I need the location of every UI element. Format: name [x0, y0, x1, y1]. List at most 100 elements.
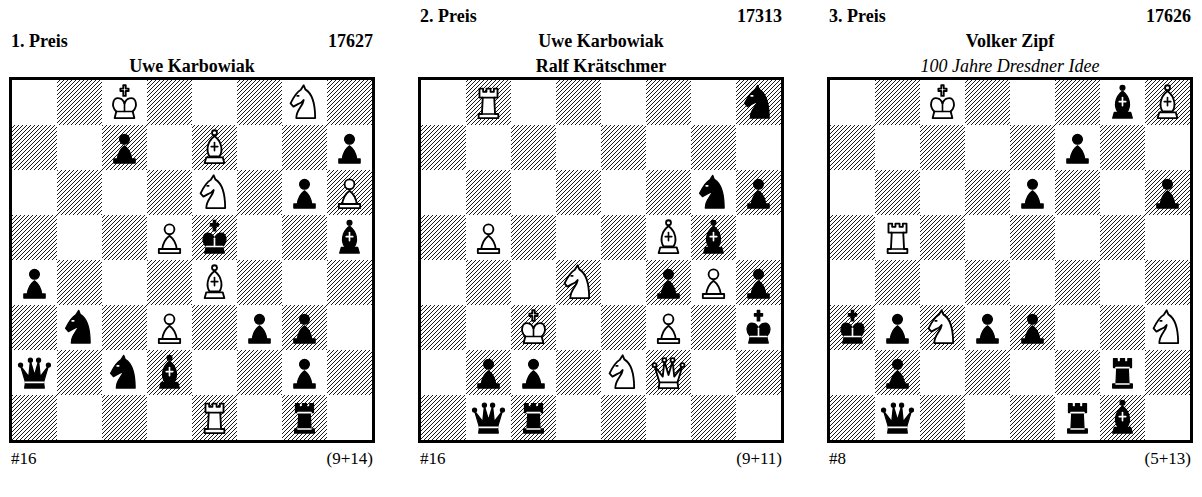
chess-piece: [294, 314, 315, 343]
dark-square: [736, 350, 781, 395]
piece-outline: [610, 355, 635, 388]
chess-piece: [24, 269, 45, 298]
piece-detail: [208, 412, 221, 414]
chess-piece: [340, 220, 360, 253]
piece-detail: [852, 328, 854, 336]
light-square: [1055, 395, 1100, 440]
piece-outline: [111, 355, 136, 388]
light-square: [736, 305, 781, 350]
piece-detail: [751, 95, 753, 97]
piece-detail: [942, 103, 944, 111]
light-square: [691, 80, 736, 125]
chess-piece: [887, 359, 908, 388]
dark-square: [646, 170, 691, 215]
chess-piece: [522, 310, 545, 343]
dark-square: [1145, 260, 1190, 305]
chess-piece: [295, 404, 315, 434]
light-square: [601, 80, 646, 125]
piece-detail: [1116, 383, 1129, 385]
dark-square: [691, 395, 736, 440]
dark-square: [875, 170, 920, 215]
piece-outline: [666, 220, 671, 225]
light-square: [282, 170, 327, 215]
chess-piece: [658, 269, 679, 298]
piece-outline: [37, 358, 41, 362]
dark-square: [691, 125, 736, 170]
light-square: [1145, 305, 1190, 350]
dark-square: [830, 395, 875, 440]
piece-outline: [342, 146, 357, 160]
piece-outline: [1022, 339, 1043, 343]
piece-outline: [1113, 359, 1133, 389]
piece-detail: [72, 320, 74, 322]
piece-outline: [890, 371, 905, 385]
chess-piece: [1158, 85, 1178, 118]
dark-square: [601, 305, 646, 350]
dark-square: [920, 395, 965, 440]
piece-outline: [291, 85, 316, 118]
piece-outline: [659, 247, 679, 253]
piece-outline: [297, 191, 312, 205]
light-square: [57, 395, 102, 440]
light-square: [601, 260, 646, 305]
piece-detail: [1119, 101, 1126, 103]
light-square: [421, 350, 466, 395]
light-square: [1010, 260, 1055, 305]
dark-square: [466, 260, 511, 305]
light-square: [327, 215, 372, 260]
dark-square: [237, 350, 282, 395]
piece-detail: [710, 236, 717, 238]
dark-square: [601, 125, 646, 170]
chess-piece: [888, 224, 908, 254]
piece-outline: [342, 191, 357, 205]
light-square: [12, 350, 57, 395]
dark-square: [1100, 125, 1145, 170]
piece-outline: [165, 224, 175, 234]
board-frame: [829, 79, 1192, 442]
piece-outline: [655, 361, 683, 388]
light-square: [601, 350, 646, 395]
dark-square: [646, 350, 691, 395]
light-square: [102, 170, 147, 215]
dark-square: [1145, 170, 1190, 215]
piece-outline: [294, 339, 315, 343]
light-square: [1010, 80, 1055, 125]
chess-piece: [887, 314, 908, 343]
piece-detail: [298, 428, 311, 430]
chess-piece: [19, 358, 51, 388]
piece-detail: [891, 248, 904, 250]
chess-piece: [748, 179, 769, 208]
dark-square: [102, 215, 147, 260]
piece-outline: [478, 249, 499, 253]
piece-detail: [211, 281, 218, 283]
piece-outline: [163, 361, 177, 382]
piece-outline: [24, 294, 45, 298]
chess-piece: [977, 314, 998, 343]
light-square: [1145, 215, 1190, 260]
piece-outline: [680, 363, 684, 367]
author-name: Uwe Karbowiak: [129, 55, 255, 77]
piece-outline: [748, 204, 769, 208]
piece-outline: [1157, 204, 1178, 208]
chess-piece: [1113, 359, 1133, 389]
chess-piece: [1067, 134, 1088, 163]
dark-square: [282, 395, 327, 440]
piece-detail: [616, 365, 618, 367]
chess-piece: [159, 314, 180, 343]
light-square: [920, 80, 965, 125]
light-square: [147, 125, 192, 170]
light-square: [466, 305, 511, 350]
chess-piece: [66, 310, 91, 343]
piece-outline: [21, 361, 49, 388]
dark-square: [511, 125, 556, 170]
light-square: [1055, 125, 1100, 170]
dark-square: [920, 215, 965, 260]
light-square: [511, 80, 556, 125]
dark-square: [327, 350, 372, 395]
dark-square: [237, 80, 282, 125]
chess-piece: [610, 355, 635, 388]
dark-square: [830, 215, 875, 260]
dark-square: [736, 170, 781, 215]
dark-square: [511, 305, 556, 350]
light-square: [556, 395, 601, 440]
